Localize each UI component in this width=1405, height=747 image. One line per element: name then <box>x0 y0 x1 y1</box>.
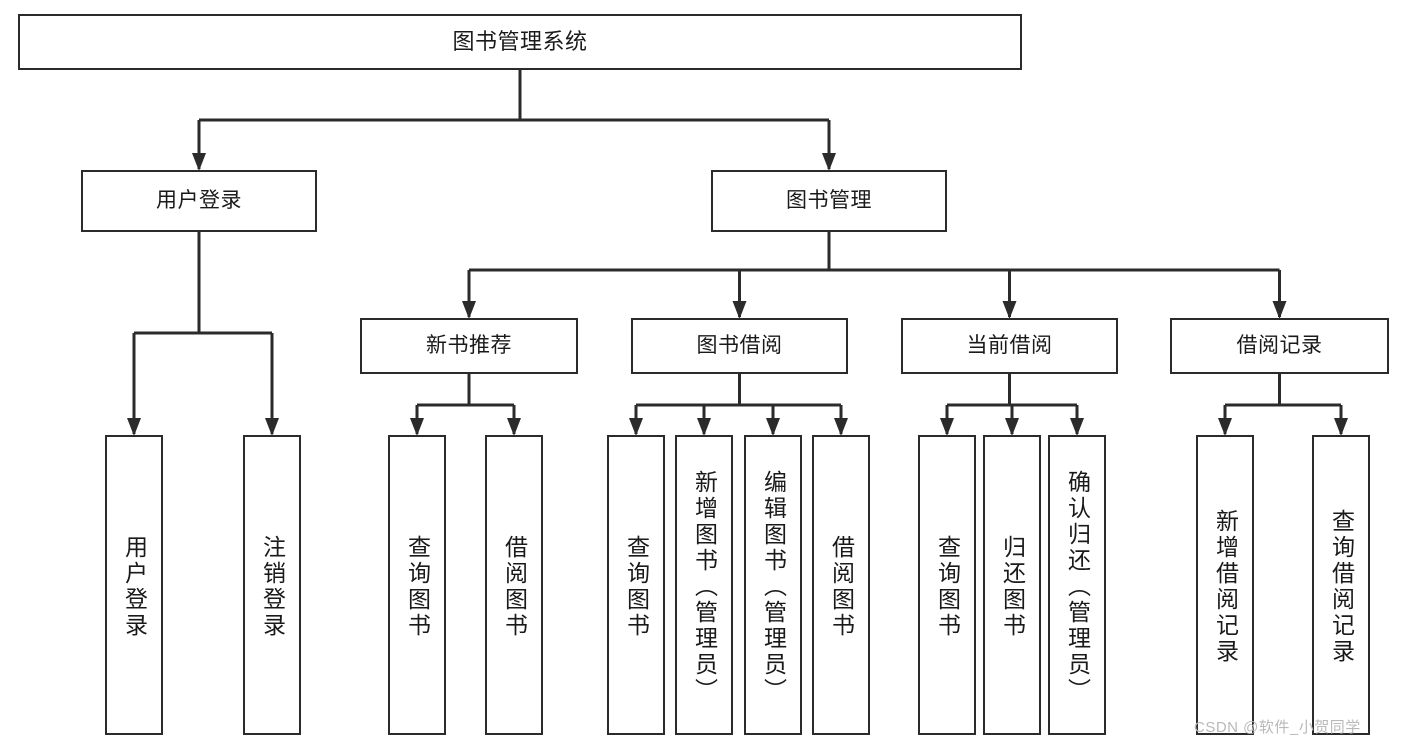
node-leaf-query-record[interactable]: 查询借阅记录 <box>1312 435 1370 735</box>
node-user-login[interactable]: 用户登录 <box>81 170 317 232</box>
node-new-book-rec[interactable]: 新书推荐 <box>360 318 578 374</box>
node-leaf-edit-book[interactable]: 编辑图书（管理员） <box>744 435 802 735</box>
node-label: 图书借阅 <box>696 334 783 358</box>
node-label: 新书推荐 <box>426 334 512 358</box>
node-book-manage[interactable]: 图书管理 <box>711 170 947 232</box>
node-label: 借阅图书 <box>828 535 855 639</box>
node-leaf-borrow-book-2[interactable]: 借阅图书 <box>812 435 870 735</box>
node-label: 编辑图书（管理员） <box>760 470 787 704</box>
node-leaf-query-book-3[interactable]: 查询图书 <box>918 435 976 735</box>
node-label: 新增图书（管理员） <box>691 470 718 704</box>
node-leaf-add-book[interactable]: 新增图书（管理员） <box>675 435 733 735</box>
node-label: 查询图书 <box>404 535 431 639</box>
node-root[interactable]: 图书管理系统 <box>18 14 1022 70</box>
node-leaf-query-book-2[interactable]: 查询图书 <box>607 435 665 735</box>
node-label: 查询借阅记录 <box>1328 509 1355 665</box>
node-leaf-logout[interactable]: 注销登录 <box>243 435 301 735</box>
node-leaf-add-record[interactable]: 新增借阅记录 <box>1196 435 1254 735</box>
node-label: 确认归还（管理员） <box>1064 470 1091 704</box>
node-label: 用户登录 <box>121 535 148 639</box>
node-borrow-record[interactable]: 借阅记录 <box>1170 318 1389 374</box>
node-label: 借阅图书 <box>501 535 528 639</box>
node-label: 图书管理系统 <box>452 28 588 54</box>
node-leaf-user-login[interactable]: 用户登录 <box>105 435 163 735</box>
node-leaf-return-book[interactable]: 归还图书 <box>983 435 1041 735</box>
node-leaf-borrow-book-1[interactable]: 借阅图书 <box>485 435 543 735</box>
node-label: 注销登录 <box>259 535 286 639</box>
node-current-borrow[interactable]: 当前借阅 <box>901 318 1118 374</box>
node-label: 图书管理 <box>786 189 872 213</box>
node-leaf-query-book-1[interactable]: 查询图书 <box>388 435 446 735</box>
node-label: 新增借阅记录 <box>1212 509 1239 665</box>
node-label: 查询图书 <box>934 535 961 639</box>
node-label: 当前借阅 <box>966 334 1053 358</box>
node-label: 归还图书 <box>999 535 1026 639</box>
watermark: CSDN @软件_小贺同学 <box>1194 719 1361 736</box>
node-book-borrow[interactable]: 图书借阅 <box>631 318 848 374</box>
node-label: 借阅记录 <box>1236 334 1323 358</box>
node-leaf-confirm-return[interactable]: 确认归还（管理员） <box>1048 435 1106 735</box>
node-label: 用户登录 <box>156 189 242 213</box>
node-label: 查询图书 <box>623 535 650 639</box>
